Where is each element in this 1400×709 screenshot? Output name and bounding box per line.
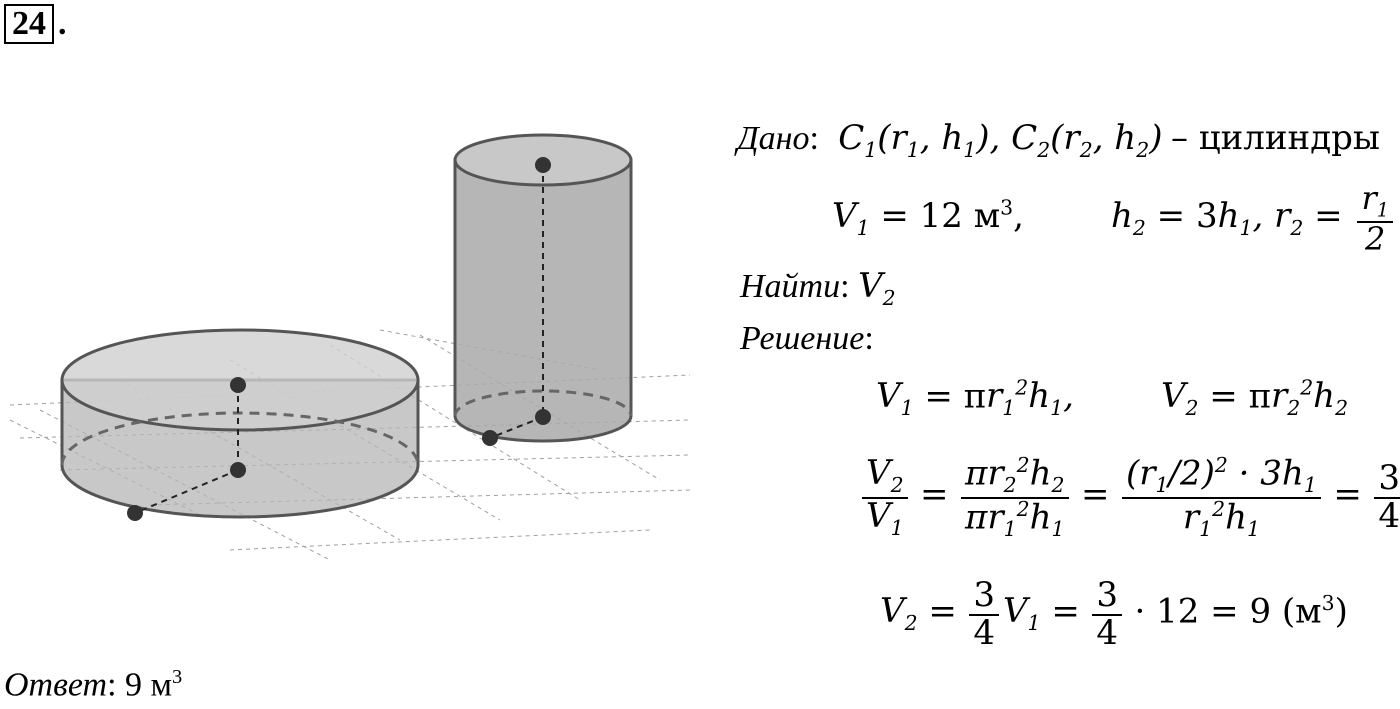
- given-colon: :: [809, 120, 819, 157]
- problem-number-dot: .: [58, 5, 67, 42]
- answer-unit-exp: 3: [172, 666, 183, 688]
- given-label: Дано: [737, 120, 810, 157]
- find-colon: :: [840, 268, 850, 305]
- cylinders-figure: [9, 133, 691, 561]
- final-value: · 12 = 9 (м: [1134, 591, 1322, 632]
- find-line: Найти: V2: [740, 266, 896, 310]
- answer-line: Ответ: 9 м3: [4, 666, 182, 704]
- given-line: Дано: C1(r1, h1), C2(r2, h2) – цилиндры: [737, 118, 1380, 162]
- answer-label: Ответ: [4, 666, 108, 704]
- given-tail: – цилиндры: [1170, 118, 1380, 158]
- solution-label-line: Решение:: [740, 320, 874, 358]
- answer-value: 9 м: [125, 666, 173, 704]
- find-label: Найти: [740, 268, 841, 305]
- problem-number: 24: [4, 4, 54, 44]
- tall-cylinder: [453, 133, 633, 446]
- solution-colon: :: [864, 320, 874, 357]
- volume-formulas: V1 = πr12h1, V2 = πr22h2: [876, 376, 1349, 421]
- solution-label: Решение: [740, 320, 865, 357]
- wide-cylinder: [60, 328, 420, 521]
- answer-colon: :: [107, 666, 117, 704]
